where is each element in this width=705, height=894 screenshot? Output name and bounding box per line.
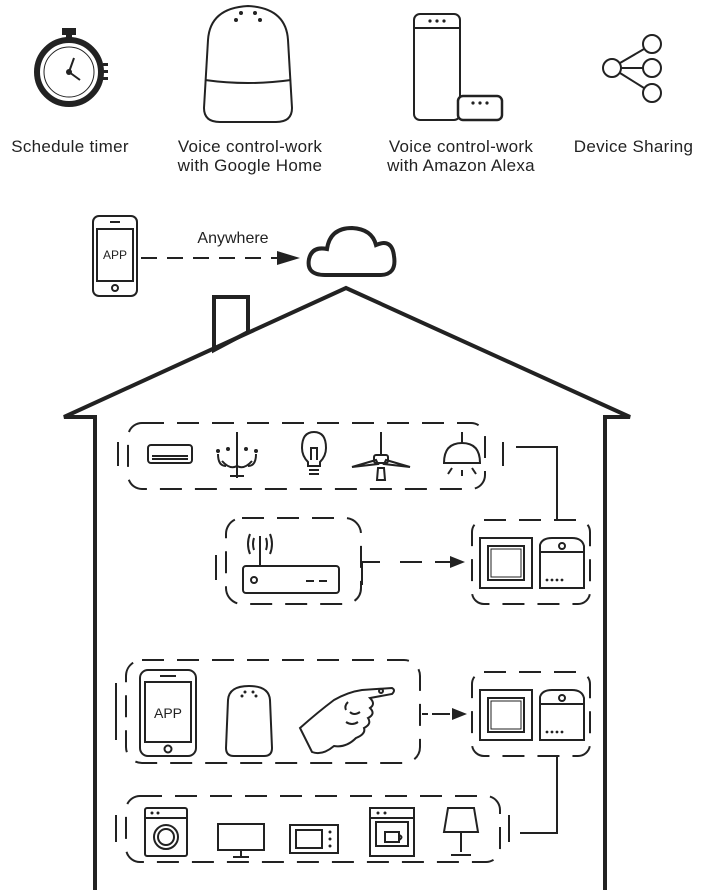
wifi-router-icon xyxy=(242,533,340,594)
bottom-row-connector xyxy=(520,756,558,834)
smart-speaker-icon xyxy=(224,684,274,757)
feature-label-line: Schedule timer xyxy=(11,137,129,156)
air-conditioner-icon xyxy=(147,444,193,464)
switch-module-group-1 xyxy=(471,519,591,605)
remote-phone-icon: APP xyxy=(92,215,138,297)
connection-label: Anywhere xyxy=(197,230,268,247)
router-link-start xyxy=(361,561,380,585)
feature-label-device-sharing: Device Sharing xyxy=(562,137,705,156)
light-bulb-icon xyxy=(300,430,328,475)
pointing-hand-icon xyxy=(298,686,395,755)
google-home-speaker-icon xyxy=(202,4,294,123)
feature-label-amazon-alexa: Voice control-work with Amazon Alexa xyxy=(366,137,556,175)
washing-machine-icon xyxy=(144,807,188,857)
bottom-appliance-group xyxy=(125,795,501,863)
switch-module-group-2 xyxy=(471,671,591,757)
feature-label-line: Voice control-work xyxy=(388,137,534,156)
ceiling-fan-icon xyxy=(351,432,411,481)
top-appliance-group xyxy=(127,422,486,490)
table-lamp-icon xyxy=(442,807,480,856)
smartphone-icon: APP xyxy=(139,669,197,757)
local-phone-label: APP xyxy=(154,705,182,721)
house-outline xyxy=(63,285,631,890)
local-link-arrow xyxy=(452,708,467,720)
feature-label-line: with Google Home xyxy=(177,156,323,175)
coffee-machine-icon xyxy=(369,807,415,857)
local-control-group xyxy=(125,659,421,764)
wall-switch-and-relay-module-icon xyxy=(479,537,585,589)
top-row-connector xyxy=(516,446,558,520)
router-group xyxy=(225,517,362,605)
feature-label-google-home: Voice control-work with Google Home xyxy=(155,137,345,175)
share-icon xyxy=(602,34,662,103)
monitor-icon xyxy=(217,823,265,858)
microwave-icon xyxy=(289,824,339,854)
pendant-lamp-icon xyxy=(442,432,482,476)
cloud-icon xyxy=(306,225,397,277)
chandelier-icon xyxy=(216,432,258,478)
remote-phone-label: APP xyxy=(103,248,127,262)
feature-label-line: Device Sharing xyxy=(573,137,694,156)
amazon-alexa-speaker-icon xyxy=(413,13,504,122)
stopwatch-icon xyxy=(34,28,108,107)
feature-label-line: Voice control-work xyxy=(177,137,323,156)
internet-link-arrow xyxy=(277,251,300,265)
wall-switch-and-relay-module-icon-2 xyxy=(479,689,585,741)
router-link-arrow xyxy=(450,556,465,568)
feature-label-schedule-timer: Schedule timer xyxy=(0,137,140,156)
feature-label-line: with Amazon Alexa xyxy=(387,156,535,175)
